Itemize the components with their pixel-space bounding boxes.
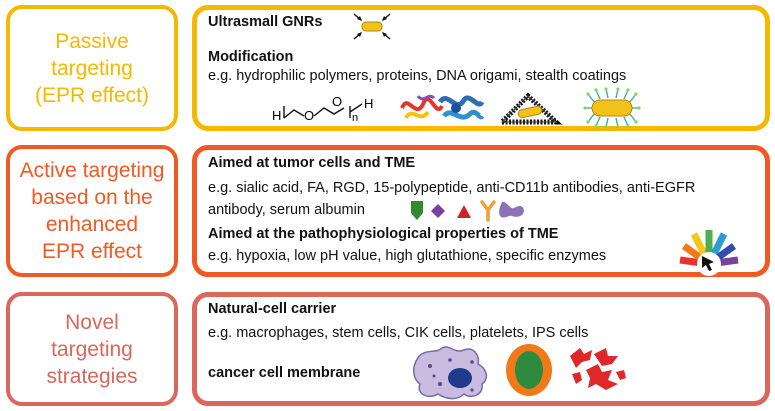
diamond-ligand-icon	[431, 204, 445, 218]
modification-heading: Modification	[208, 49, 294, 65]
protein-structure-icon	[400, 94, 485, 120]
stem-cell-icon	[506, 344, 552, 396]
dna-origami-icon	[495, 92, 563, 125]
triangle-ligand-icon	[457, 205, 471, 218]
platelets-icon	[570, 348, 626, 390]
modification-examples: e.g. hydrophilic polymers, proteins, DNA…	[208, 68, 627, 84]
passive-targeting-label-box: Passive targeting (EPR effect)	[6, 5, 178, 131]
gold-nanorod-icon	[353, 13, 391, 40]
cancer-cell-membrane-heading: cancer cell membrane	[208, 365, 361, 381]
ligand-shapes-icon	[411, 200, 524, 222]
natural-cell-carrier-examples: e.g. macrophages, stem cells, CIK cells,…	[208, 325, 589, 341]
novel-targeting-label-box: Novel targeting strategies	[6, 292, 178, 406]
tumor-cells-heading: Aimed at tumor cells and TME	[208, 155, 416, 171]
pentagon-ligand-icon	[411, 201, 423, 220]
passive-targeting-label: Passive targeting (EPR effect)	[35, 29, 149, 107]
tumor-cells-examples-line1: e.g. sialic acid, FA, RGD, 15-polypeptid…	[208, 180, 696, 196]
tumor-cells-examples-line2: antibody, serum albumin	[208, 202, 365, 218]
albumin-ligand-icon	[499, 201, 524, 218]
peg-structure-icon: H O O n H	[272, 94, 374, 124]
novel-targeting-label: Novel targeting strategies	[46, 310, 138, 388]
natural-cell-carrier-heading: Natural-cell carrier	[208, 301, 337, 317]
ultrasmall-gnrs-heading: Ultrasmall GNRs	[208, 14, 323, 30]
macrophage-icon	[413, 346, 488, 400]
stealth-coating-icon	[583, 87, 641, 129]
active-targeting-content-box	[192, 145, 770, 277]
active-targeting-label-box: Active targeting based on the enhanced E…	[6, 145, 178, 277]
active-targeting-label: Active targeting based on the enhanced E…	[19, 159, 165, 263]
pathophysiology-examples: e.g. hypoxia, low pH value, high glutath…	[208, 248, 607, 264]
rainbow-stimuli-icon	[679, 230, 739, 276]
pathophysiology-heading: Aimed at the pathophysiological properti…	[208, 226, 559, 242]
antibody-ligand-icon	[480, 200, 496, 222]
passive-targeting-content-box	[192, 5, 770, 131]
